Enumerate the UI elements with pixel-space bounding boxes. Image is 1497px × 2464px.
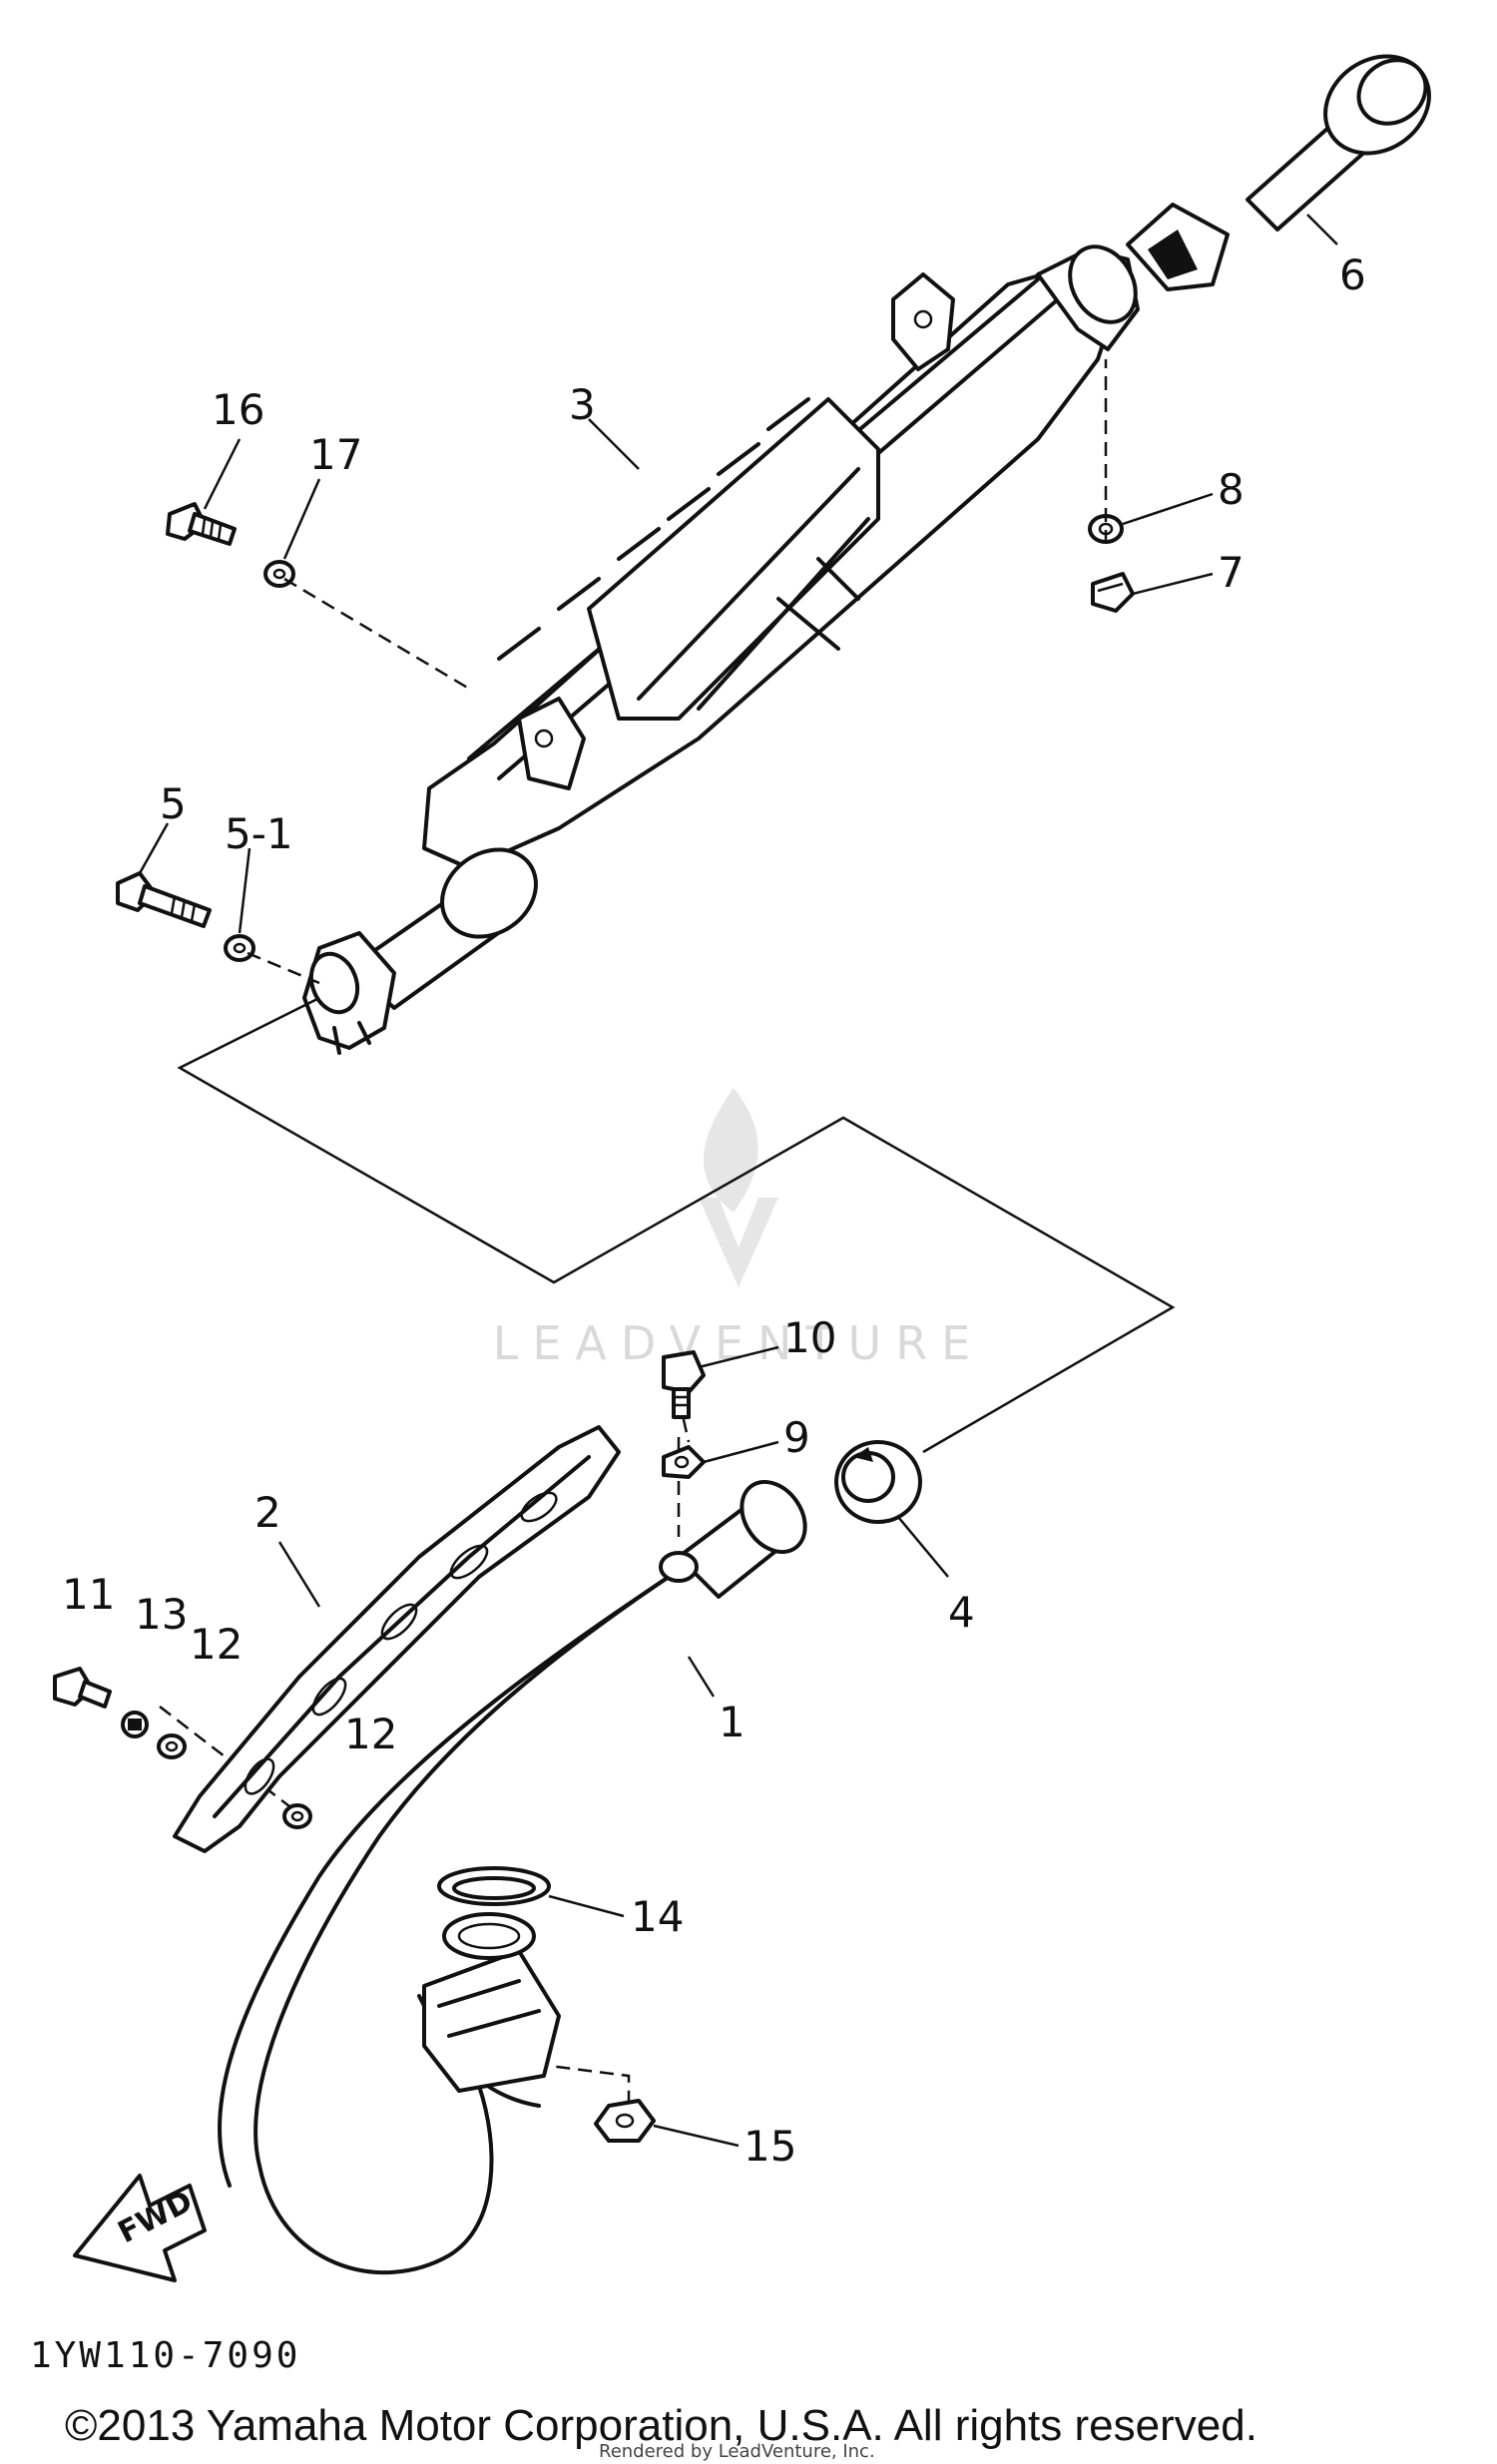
callout-13: 13 [135, 1590, 188, 1639]
callout-16: 16 [212, 385, 264, 434]
watermark-text: LEADVENTURE [493, 1316, 985, 1370]
callout-15: 15 [744, 2122, 796, 2171]
gasket-part-4 [834, 1440, 922, 1524]
callout-7: 7 [1218, 548, 1245, 597]
bolt-part-11 [53, 1667, 112, 1709]
bolt-part-7 [1091, 572, 1135, 613]
callout-10: 10 [783, 1313, 836, 1362]
muffler-part-3 [302, 245, 1140, 1055]
washer-part-9 [662, 1445, 706, 1479]
nut-part-15 [594, 2099, 656, 2143]
gasket-part-14 [437, 1866, 551, 1906]
washer-part-5-1 [224, 934, 255, 962]
callout-5: 5 [160, 779, 187, 828]
watermark-v-icon [699, 1198, 778, 1287]
heat-shield-part-2 [173, 1425, 621, 1853]
callout-11: 11 [62, 1570, 115, 1619]
callout-2: 2 [254, 1488, 281, 1537]
callout-4: 4 [948, 1588, 975, 1637]
callout-9: 9 [783, 1413, 810, 1462]
washer-part-12b [282, 1803, 312, 1829]
callout-1: 1 [719, 1698, 746, 1746]
watermark: LEADVENTURE [493, 1088, 985, 1370]
callout-14: 14 [631, 1892, 684, 1941]
callout-leaders [138, 214, 1338, 2148]
callout-12b: 12 [344, 1710, 397, 1758]
callout-12a: 12 [190, 1620, 243, 1669]
copyright-subtext: Rendered by LeadVenture, Inc. [599, 2441, 875, 2462]
bolt-part-16 [166, 502, 237, 546]
bolt-part-5 [116, 871, 212, 928]
bolt-part-10 [662, 1350, 706, 1419]
heat-shield-slots [497, 397, 810, 661]
tailpipe-part-6 [1126, 54, 1431, 291]
callout-numbers: 1 2 3 4 5 5-1 6 7 8 9 10 11 12 12 13 14 … [62, 250, 1366, 2171]
callout-17: 17 [309, 430, 362, 479]
callout-3: 3 [569, 380, 596, 429]
callout-5-1: 5-1 [225, 809, 293, 858]
callout-8: 8 [1218, 465, 1245, 514]
washer-part-13 [121, 1711, 149, 1738]
watermark-flame-icon [703, 1088, 758, 1213]
copyright-notice: ©2013 Yamaha Motor Corporation, U.S.A. A… [65, 2401, 1257, 2450]
exhaust-pipe-part-1 [218, 1479, 807, 2275]
fwd-arrow: FWD [73, 2174, 207, 2282]
washer-part-12a [157, 1733, 187, 1759]
callout-6: 6 [1339, 250, 1366, 299]
diagram-part-code: 1YW110-7090 [30, 2335, 300, 2376]
